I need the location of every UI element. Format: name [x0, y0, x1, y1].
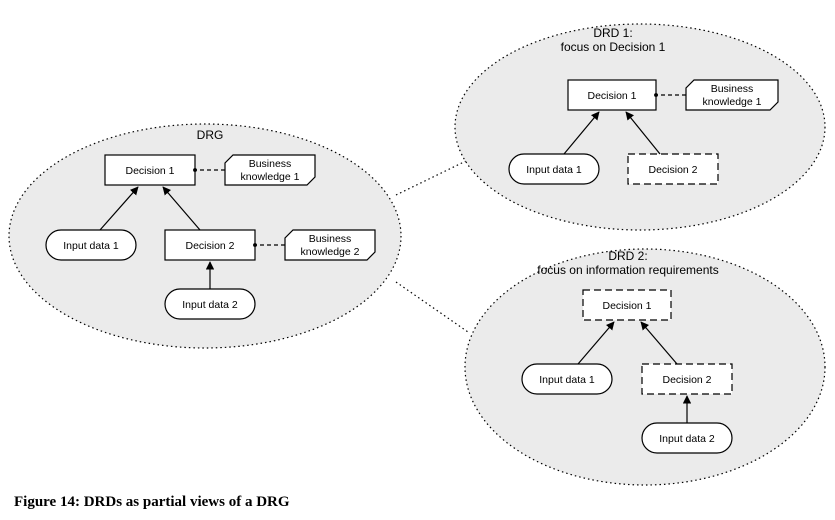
drg-bk1-line1: Business [249, 158, 292, 170]
drg-input-data-1 [45, 229, 137, 261]
drd1-decision-2 [627, 153, 719, 185]
drd1-decision-1-label: Decision 1 [587, 90, 636, 102]
drd2-title-line1: DRD 2: [608, 249, 647, 263]
drd2-input-1-label: Input data 1 [539, 374, 595, 386]
drd1-title-line1: DRD 1: [593, 26, 632, 40]
drd1-region: DRD 1: focus on Decision 1 Decision 1 Bu… [454, 23, 826, 231]
drg-info-req-decision2-decision1 [162, 186, 201, 231]
drd2-region: DRD 2: focus on information requirements… [464, 248, 826, 486]
drd2-info-req-decision2-decision1 [640, 321, 678, 365]
drg-region: DRG Decision 1 Business knowledge 1 Inpu… [8, 123, 402, 349]
drg-bk2-line2: knowledge 2 [301, 246, 360, 258]
drd2-decision-2-label: Decision 2 [662, 374, 711, 386]
drg-business-knowledge-2 [284, 229, 376, 261]
drd2-input-data-1 [521, 363, 613, 395]
drd2-input-2-label: Input data 2 [659, 433, 715, 445]
view-connector-bottom [395, 281, 469, 333]
drd1-title-line2: focus on Decision 1 [561, 40, 666, 54]
drd1-bk1-line1: Business [711, 83, 754, 95]
view-connector-top [395, 159, 469, 196]
drg-title: DRG [197, 128, 224, 142]
drg-info-req-input1-decision1 [99, 186, 139, 231]
drg-input-1-label: Input data 1 [63, 240, 119, 252]
drd2-decision-1-label: Decision 1 [602, 300, 651, 312]
drg-decision-1 [104, 154, 196, 186]
drd2-info-req-input1-decision1 [577, 321, 615, 365]
drg-bk2-line1: Business [309, 233, 352, 245]
drd1-info-req-decision2-decision1 [625, 111, 661, 155]
drg-bk1-line2: knowledge 1 [241, 171, 300, 183]
figure-caption: Figure 14: DRDs as partial views of a DR… [14, 494, 290, 510]
drd1-info-req-input1-decision1 [563, 111, 600, 155]
drd1-business-knowledge-1 [685, 79, 779, 111]
drg-decision-1-label: Decision 1 [125, 165, 174, 177]
drg-decision-2-label: Decision 2 [185, 240, 234, 252]
drd2-decision-1 [582, 289, 672, 321]
drg-drd-diagram: DRG Decision 1 Business knowledge 1 Inpu… [8, 23, 826, 486]
drg-input-2-label: Input data 2 [182, 299, 238, 311]
drd1-ellipse [454, 23, 826, 231]
drd2-decision-2 [641, 363, 733, 395]
drd1-input-1-label: Input data 1 [526, 164, 582, 176]
drd1-input-data-1 [508, 153, 600, 185]
drg-business-knowledge-1 [224, 154, 316, 186]
drd1-decision-2-label: Decision 2 [648, 164, 697, 176]
drd2-title-line2: focus on information requirements [537, 263, 718, 277]
drd1-bk1-line2: knowledge 1 [703, 96, 762, 108]
